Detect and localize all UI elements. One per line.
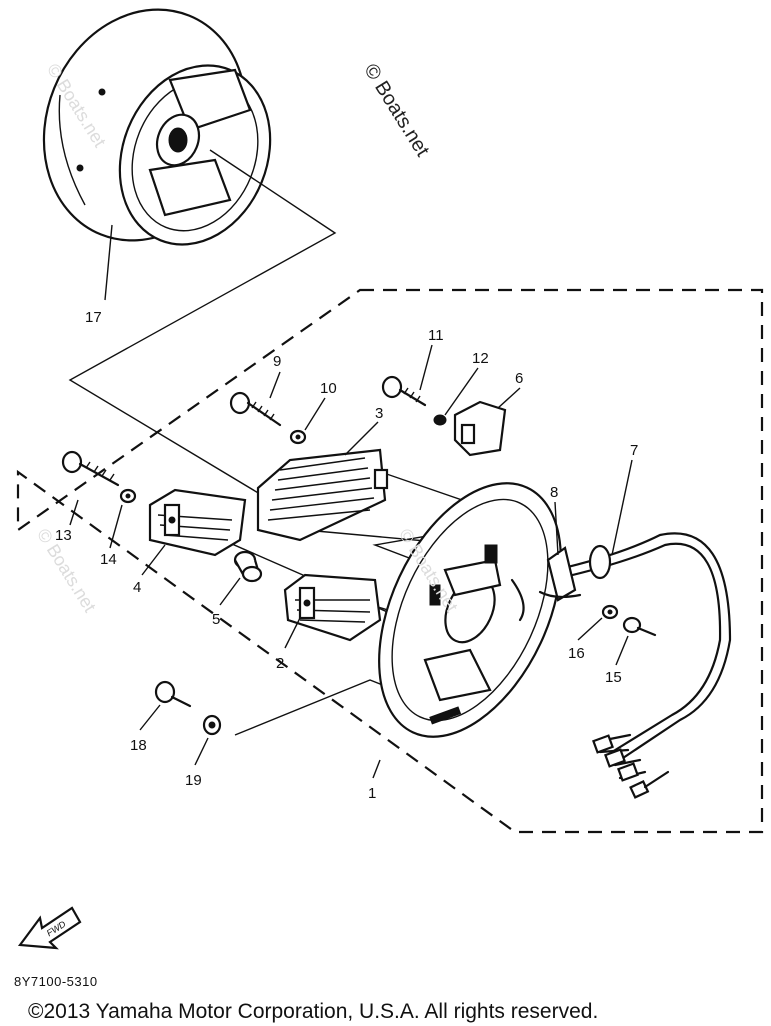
label-13: 13 (55, 527, 72, 544)
part-number-labels: 17 9 10 11 12 6 3 7 8 13 14 4 5 2 15 16 … (55, 309, 638, 802)
label-1: 1 (368, 785, 376, 802)
stator-base-plate (378, 482, 562, 738)
clamp-6 (453, 400, 507, 457)
label-19: 19 (185, 772, 202, 789)
label-7: 7 (630, 442, 638, 459)
washer-19 (202, 714, 222, 736)
label-11: 11 (428, 327, 444, 344)
label-17: 17 (85, 309, 102, 326)
label-5: 5 (212, 611, 220, 628)
label-4: 4 (133, 579, 141, 596)
screw-11 (381, 375, 427, 407)
washer-16 (601, 604, 619, 620)
label-3: 3 (375, 405, 383, 422)
label-12: 12 (472, 350, 489, 367)
pulser-coil-4 (148, 488, 247, 557)
label-14: 14 (100, 551, 117, 568)
lead-wire-harness (553, 532, 732, 799)
label-15: 15 (605, 669, 622, 686)
bolt-9 (229, 391, 282, 427)
label-18: 18 (130, 737, 147, 754)
label-16: 16 (568, 645, 585, 662)
label-10: 10 (320, 380, 337, 397)
washer-12 (433, 414, 447, 426)
assembly-outline (16, 288, 764, 834)
flywheel-rotor (42, 8, 272, 246)
bolt-13 (61, 450, 120, 487)
washer-10 (289, 429, 307, 445)
label-2: 2 (276, 655, 284, 672)
charge-coil (256, 448, 389, 542)
screw-18 (154, 680, 192, 708)
pulser-coil-2 (283, 573, 382, 642)
wire-clamp-8 (538, 546, 582, 602)
collar-5 (233, 550, 263, 583)
forward-arrow-icon: FWD (17, 906, 82, 950)
diagram-code: 8Y7100-5310 (14, 974, 98, 989)
label-9: 9 (273, 353, 281, 370)
part-leader-lines (69, 224, 633, 779)
copyright-notice: ©2013 Yamaha Motor Corporation, U.S.A. A… (28, 1000, 599, 1023)
washer-14 (119, 488, 137, 504)
label-8: 8 (550, 484, 558, 501)
screw-15 (622, 616, 657, 637)
label-6: 6 (515, 370, 523, 387)
